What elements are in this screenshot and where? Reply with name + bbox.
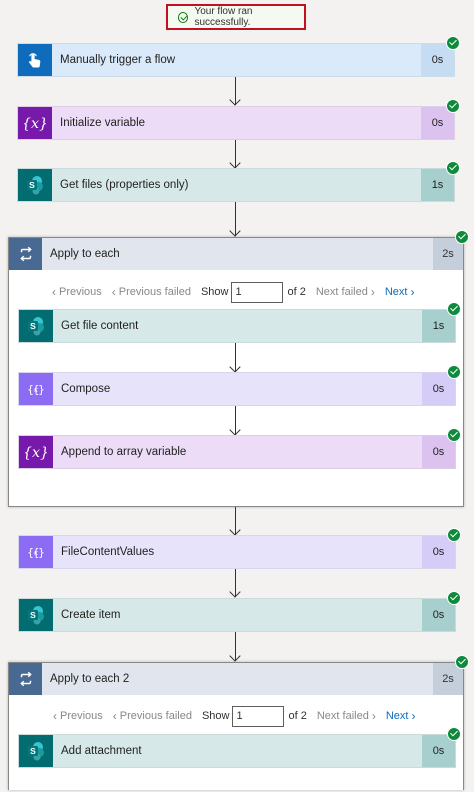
- variable-icon: [18, 107, 52, 139]
- step-duration: 1s: [422, 310, 455, 342]
- previous-label: Previous: [59, 286, 102, 298]
- arrow-icon: [229, 343, 243, 373]
- step-get-file-content[interactable]: Get file content 1s: [18, 309, 456, 343]
- step-duration: 0s: [422, 436, 455, 468]
- loop-duration: 2s: [433, 238, 463, 270]
- success-check-icon: [446, 99, 460, 113]
- total-label: of 2: [288, 710, 307, 722]
- step-label: Create item: [61, 609, 121, 621]
- chevron-left-icon: ‹: [111, 285, 116, 299]
- apply-to-each-header[interactable]: Apply to each 2s: [9, 238, 463, 270]
- next-label: Next: [385, 710, 409, 722]
- previous-label: Previous: [60, 710, 103, 722]
- arrow-icon: [229, 507, 243, 536]
- arrow-icon: [229, 569, 243, 598]
- step-label: Append to array variable: [61, 446, 187, 458]
- iteration-pager: ‹Previous ‹Previous failed Show of 2 Nex…: [53, 705, 415, 727]
- next-failed-label: Next failed: [316, 710, 369, 722]
- sharepoint-icon: [19, 735, 53, 767]
- previous-failed-button[interactable]: ‹Previous failed: [112, 285, 191, 299]
- total-label: of 2: [287, 286, 306, 298]
- chevron-right-icon: ›: [411, 709, 416, 723]
- success-check-icon: [178, 11, 189, 23]
- next-button[interactable]: Next›: [385, 285, 415, 299]
- loop-label: Apply to each: [50, 248, 120, 260]
- step-label: Compose: [61, 383, 111, 395]
- success-check-icon: [447, 302, 461, 316]
- next-failed-button[interactable]: Next failed›: [316, 285, 375, 299]
- chevron-right-icon: ›: [371, 709, 376, 723]
- step-duration: 0s: [422, 373, 455, 405]
- step-duration: 0s: [422, 735, 455, 767]
- arrow-icon: [229, 140, 243, 169]
- step-filecontentvalues[interactable]: FileContentValues 0s: [18, 535, 456, 569]
- step-get-files[interactable]: Get files (properties only) 1s: [17, 168, 455, 202]
- loop-duration: 2s: [433, 663, 463, 695]
- success-check-icon: [446, 161, 460, 175]
- success-check-icon: [447, 428, 461, 442]
- chevron-right-icon: ›: [410, 285, 415, 299]
- compose-icon: [19, 536, 53, 568]
- chevron-left-icon: ‹: [52, 285, 56, 299]
- step-compose[interactable]: Compose 0s: [18, 372, 456, 406]
- step-duration: 0s: [421, 44, 454, 76]
- previous-failed-button[interactable]: ‹Previous failed: [113, 709, 192, 723]
- success-check-icon: [447, 528, 461, 542]
- success-check-icon: [447, 365, 461, 379]
- step-create-item[interactable]: Create item 0s: [18, 598, 456, 632]
- step-duration: 0s: [422, 599, 455, 631]
- next-failed-label: Next failed: [315, 286, 368, 298]
- arrow-icon: [229, 202, 243, 237]
- step-label: Manually trigger a flow: [60, 54, 176, 66]
- step-label: Initialize variable: [60, 117, 146, 129]
- variable-icon: [19, 436, 53, 468]
- success-check-icon: [447, 727, 461, 741]
- arrow-icon: [229, 77, 243, 106]
- next-label: Next: [384, 286, 408, 298]
- next-failed-button[interactable]: Next failed›: [317, 709, 376, 723]
- success-check-icon: [455, 230, 469, 244]
- previous-button[interactable]: ‹Previous: [52, 285, 102, 299]
- loop-icon: [9, 663, 42, 695]
- previous-failed-label: Previous failed: [119, 710, 192, 722]
- iteration-input[interactable]: [232, 705, 285, 727]
- compose-icon: [19, 373, 53, 405]
- step-duration: 1s: [421, 169, 454, 201]
- previous-button[interactable]: ‹Previous: [53, 709, 103, 723]
- step-label: Get files (properties only): [60, 179, 189, 191]
- step-duration: 0s: [421, 107, 454, 139]
- success-check-icon: [447, 591, 461, 605]
- sharepoint-icon: [19, 310, 53, 342]
- arrow-icon: [229, 406, 243, 436]
- step-label: Get file content: [61, 320, 139, 332]
- show-label: Show: [200, 286, 229, 298]
- show-label: Show: [201, 710, 230, 722]
- step-label: Add attachment: [61, 745, 142, 757]
- success-check-icon: [455, 655, 469, 669]
- iteration-input[interactable]: [231, 281, 284, 303]
- success-banner: Your flow ran successfully.: [166, 4, 306, 30]
- success-check-icon: [446, 36, 460, 50]
- step-add-attachment[interactable]: Add attachment 0s: [18, 734, 456, 768]
- step-manually-trigger[interactable]: Manually trigger a flow 0s: [17, 43, 455, 77]
- previous-failed-label: Previous failed: [118, 286, 191, 298]
- next-button[interactable]: Next›: [386, 709, 416, 723]
- iteration-pager: ‹Previous ‹Previous failed Show of 2 Nex…: [52, 281, 414, 303]
- chevron-left-icon: ‹: [53, 709, 57, 723]
- sharepoint-icon: [19, 599, 53, 631]
- loop-icon: [9, 238, 42, 270]
- success-message: Your flow ran successfully.: [194, 6, 253, 28]
- step-initialize-variable[interactable]: Initialize variable 0s: [17, 106, 455, 140]
- chevron-left-icon: ‹: [112, 709, 117, 723]
- touch-trigger-icon: [18, 44, 52, 76]
- arrow-icon: [229, 632, 243, 662]
- step-duration: 0s: [422, 536, 455, 568]
- sharepoint-icon: [18, 169, 52, 201]
- loop-label: Apply to each 2: [50, 673, 130, 685]
- step-label: FileContentValues: [61, 546, 155, 558]
- chevron-right-icon: ›: [370, 285, 375, 299]
- apply-to-each-2-header[interactable]: Apply to each 2 2s: [9, 663, 463, 695]
- step-append-to-array[interactable]: Append to array variable 0s: [18, 435, 456, 469]
